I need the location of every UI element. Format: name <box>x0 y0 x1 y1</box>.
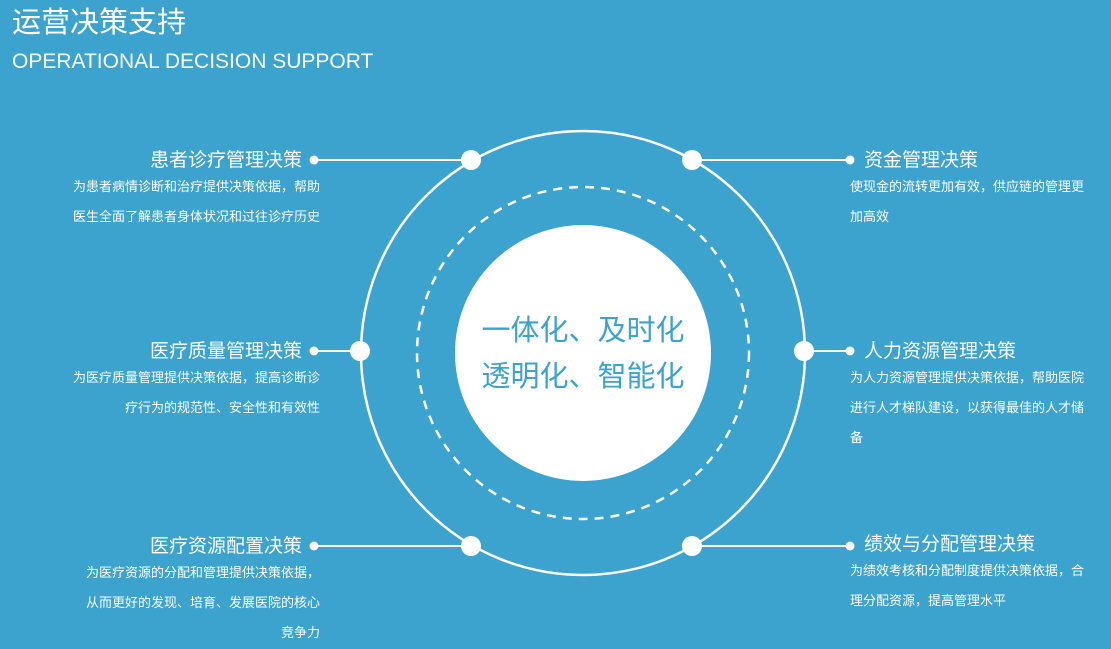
block-desc-line: 为医疗资源的分配和管理提供决策依据， <box>85 566 320 581</box>
block-heading: 人力资源管理决策 <box>864 340 1017 362</box>
block-fund-management: 资金管理决策 使现金的流转更加有效，供应链的管理更 加高效 <box>848 147 1098 233</box>
end-dot-right-1 <box>845 155 855 165</box>
ring-node-left-3 <box>461 536 481 556</box>
center-line-1: 一体化、及时化 <box>481 313 685 347</box>
end-dot-left-1 <box>309 155 319 165</box>
block-desc-line: 医生全面了解患者身体状况和过往诊疗历史 <box>72 210 320 225</box>
end-dot-left-2 <box>309 346 319 356</box>
block-desc-line: 为绩效考核和分配制度提供决策依据，合 <box>850 564 1085 579</box>
ring-node-right-2 <box>794 341 814 361</box>
center-disc <box>455 225 711 481</box>
block-desc-line: 备 <box>850 431 864 446</box>
block-patient-treatment: 患者诊疗管理决策 为患者病情诊断和治疗提供决策依据，帮助 医生全面了解患者身体状… <box>0 147 320 233</box>
block-desc-line: 竞争力 <box>280 626 320 641</box>
block-desc-line: 为患者病情诊断和治疗提供决策依据，帮助 <box>72 180 320 195</box>
block-desc-line: 使现金的流转更加有效，供应链的管理更 <box>850 180 1085 195</box>
ring-node-right-3 <box>682 536 702 556</box>
dashed-ring <box>415 185 751 521</box>
end-dot-right-3 <box>845 541 855 551</box>
ring-node-left-2 <box>350 341 370 361</box>
center-line-2: 透明化、智能化 <box>481 359 685 393</box>
block-human-resources: 人力资源管理决策 为人力资源管理提供决策依据，帮助医院 进行人才梯队建设，以获得… <box>848 338 1098 454</box>
block-heading: 医疗质量管理决策 <box>149 340 302 362</box>
block-medical-resources: 医疗资源配置决策 为医疗资源的分配和管理提供决策依据， 从而更好的发现、培育、发… <box>0 533 320 649</box>
end-dot-right-2 <box>845 346 855 356</box>
block-desc-line: 疗行为的规范性、安全性和有效性 <box>124 401 320 416</box>
block-heading: 资金管理决策 <box>864 149 979 171</box>
page-subtitle: OPERATIONAL DECISION SUPPORT <box>12 50 374 73</box>
page-title: 运营决策支持 <box>12 5 187 39</box>
ring-node-right-1 <box>682 150 702 170</box>
block-medical-quality: 医疗质量管理决策 为医疗质量管理提供决策依据，提高诊断诊 疗行为的规范性、安全性… <box>0 338 320 424</box>
block-performance-distribution: 绩效与分配管理决策 为绩效考核和分配制度提供决策依据，合 理分配资源，提高管理水… <box>848 531 1098 617</box>
ring-node-left-1 <box>461 150 481 170</box>
block-desc-line: 理分配资源，提高管理水平 <box>850 594 1007 609</box>
center-text: 一体化、及时化 透明化、智能化 <box>455 225 711 481</box>
block-desc-line: 进行人才梯队建设，以获得最佳的人才储 <box>850 401 1085 416</box>
block-desc-line: 加高效 <box>850 210 890 225</box>
block-desc-line: 从而更好的发现、培育、发展医院的核心 <box>85 596 320 611</box>
block-heading: 患者诊疗管理决策 <box>149 149 302 171</box>
block-desc-line: 为医疗质量管理提供决策依据，提高诊断诊 <box>72 371 320 386</box>
end-dot-left-3 <box>309 541 319 551</box>
block-heading: 医疗资源配置决策 <box>149 535 302 557</box>
block-heading: 绩效与分配管理决策 <box>864 533 1036 555</box>
block-desc-line: 为人力资源管理提供决策依据，帮助医院 <box>850 371 1085 386</box>
